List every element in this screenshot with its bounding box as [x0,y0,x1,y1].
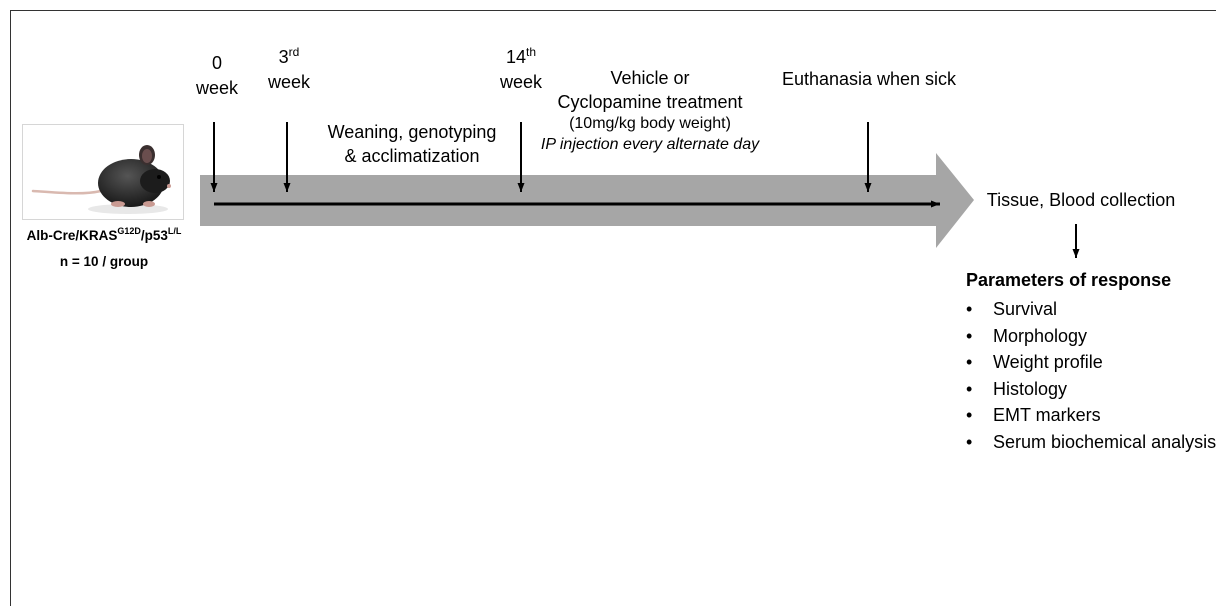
collection-label: Tissue, Blood collection [984,189,1178,211]
mouse-image [22,124,184,220]
bullet: • [966,376,993,403]
parameters-title: Parameters of response [966,270,1171,291]
big-gray-arrow [200,153,974,248]
list-item: •EMT markers [966,402,1216,429]
group-size-label: n = 10 / group [14,254,194,269]
weaning-phase-label: Weaning, genotyping & acclimatization [312,121,512,167]
list-item: •Serum biochemical analysis [966,429,1216,456]
list-item: •Weight profile [966,349,1216,376]
week-0-label: 0 week [189,52,245,99]
bullet: • [966,402,993,429]
bullet: • [966,349,993,376]
mouse-icon [23,125,183,219]
bullet: • [966,296,993,323]
euthanasia-label: Euthanasia when sick [776,68,962,90]
week-3-label: 3rd week [260,46,318,93]
parameters-list: •Survival •Morphology •Weight profile •H… [966,296,1216,455]
list-item: •Survival [966,296,1216,323]
strain-label: Alb-Cre/KRASG12D/p53L/L [14,227,194,245]
bullet: • [966,323,993,350]
list-item: •Morphology [966,323,1216,350]
bullet: • [966,429,993,456]
treatment-label: Vehicle or Cyclopamine treatment (10mg/k… [530,67,770,155]
list-item: •Histology [966,376,1216,403]
